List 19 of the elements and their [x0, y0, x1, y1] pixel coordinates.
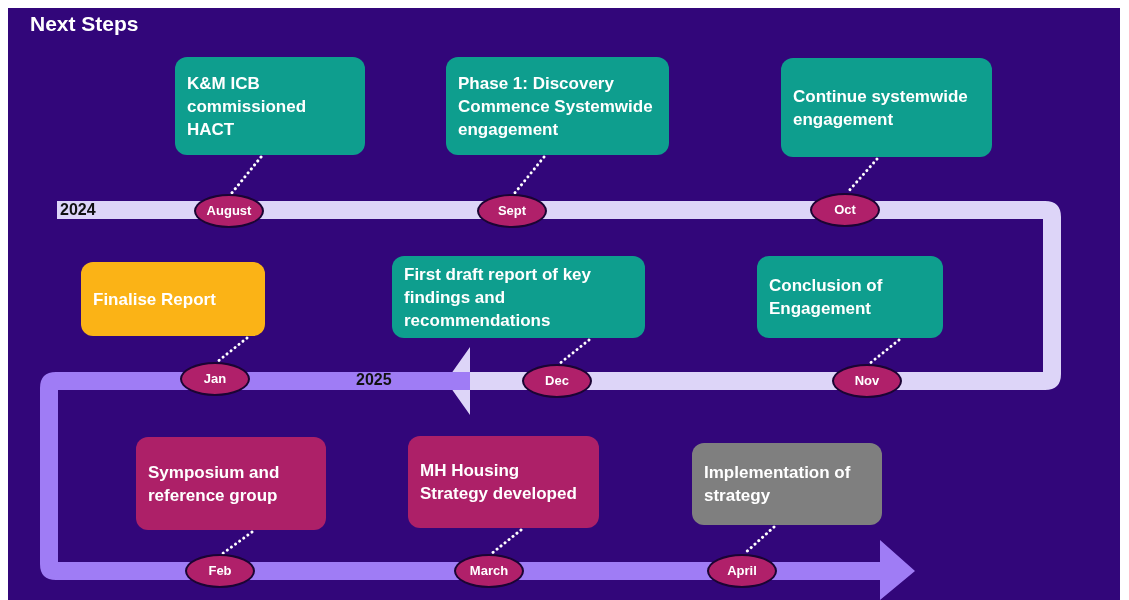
milestone-box: Finalise Report [81, 262, 265, 336]
leader-line [489, 528, 523, 556]
year-label: 2025 [356, 370, 392, 390]
milestone-box: Conclusion of Engagement [757, 256, 943, 338]
leader-line [220, 530, 254, 556]
leader-line [229, 155, 263, 196]
milestone-box: Implementation of strategy [692, 443, 882, 525]
milestone-box: First draft report of key findings and recommendations [392, 256, 645, 338]
milestone-box: Phase 1: Discovery Commence Systemwide engagement [446, 57, 669, 155]
leader-line [215, 336, 249, 364]
milestone-box: Symposium and reference group [136, 437, 326, 530]
milestone-box: K&M ICB commissioned HACT [175, 57, 365, 155]
year-label: 2024 [60, 200, 96, 220]
leader-line [512, 155, 546, 196]
leader-line [867, 338, 901, 366]
leader-line [557, 338, 591, 366]
milestone-box: MH Housing Strategy developed [408, 436, 599, 528]
milestone-box: Continue systemwide engagement [781, 58, 992, 157]
slide-title: Next Steps [30, 11, 139, 37]
